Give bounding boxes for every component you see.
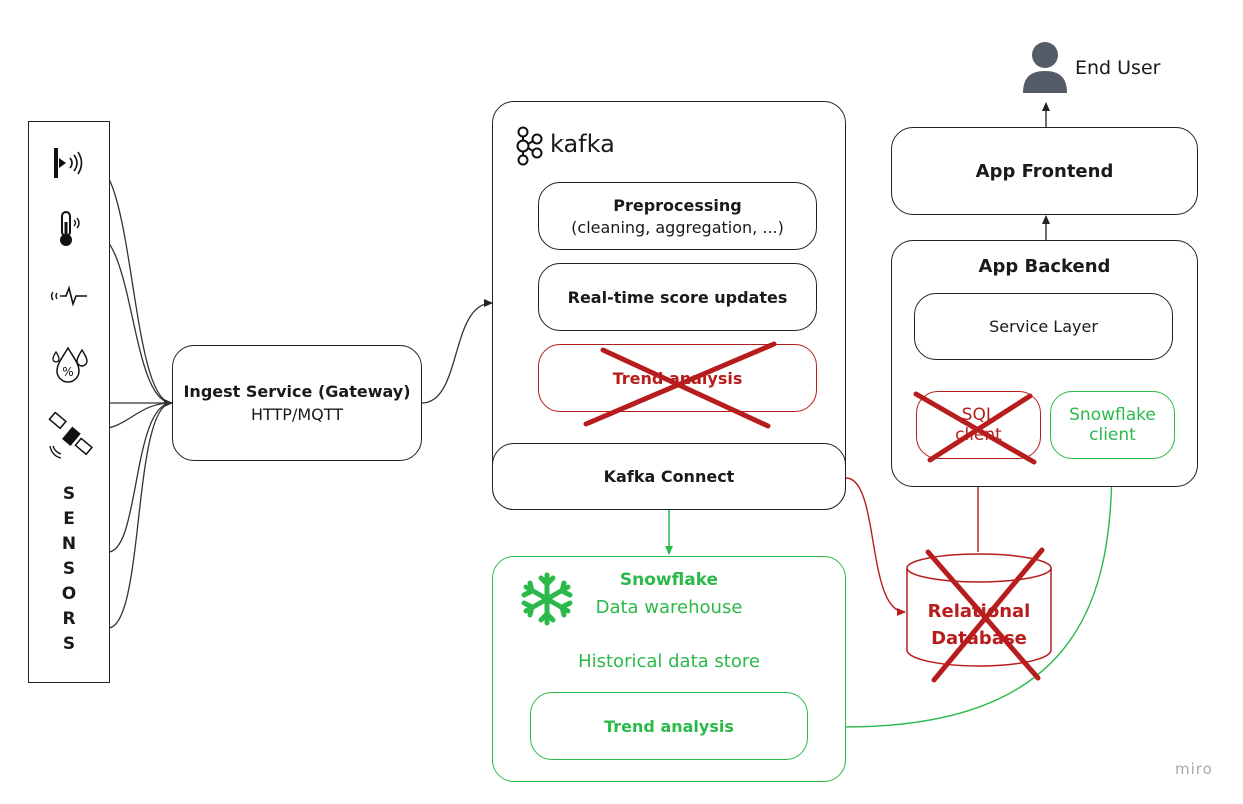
satellite-icon: [47, 411, 97, 466]
ingest-to-kafka-connector: [421, 299, 493, 404]
snowflake-client-line2: client: [1089, 425, 1136, 445]
service-layer-node[interactable]: Service Layer: [914, 293, 1173, 360]
thermometer-icon: [54, 210, 84, 252]
kafka-logo-icon: [514, 126, 544, 170]
removed-cross-icon: [583, 341, 777, 429]
sensors-letter: O: [61, 584, 77, 604]
snowflake-trend-label: Trend analysis: [604, 716, 734, 736]
svg-text:%: %: [62, 365, 73, 379]
vibration-icon: [47, 284, 91, 312]
radar-sensor-icon: [50, 146, 86, 184]
sensors-letter: S: [62, 484, 76, 504]
sensors-letter: N: [61, 534, 77, 554]
end-user-avatar-icon: [1021, 39, 1069, 99]
sensors-letter: E: [63, 509, 75, 529]
connect-to-relational-connector: [845, 477, 906, 616]
removed-cross-icon: [925, 547, 1045, 683]
snowflake-subtitle: Data warehouse: [595, 597, 743, 618]
sensors-letter: R: [62, 609, 76, 629]
app-frontend-node[interactable]: App Frontend: [891, 127, 1198, 215]
preprocessing-title: Preprocessing: [613, 195, 742, 215]
humidity-icon: %: [48, 344, 92, 392]
snowflake-client-line1: Snowflake: [1069, 405, 1156, 425]
miro-watermark: miro: [1175, 760, 1213, 778]
sql-client-line1: SQL: [961, 405, 996, 425]
realtime-score-label: Real-time score updates: [567, 287, 788, 307]
snowflake-trend-node[interactable]: Trend analysis: [530, 692, 808, 760]
ingest-title: Ingest Service (Gateway): [183, 382, 411, 401]
removed-cross-icon: [913, 391, 1037, 465]
ingest-subtitle: HTTP/MQTT: [251, 405, 343, 424]
ingest-service-node[interactable]: Ingest Service (Gateway) HTTP/MQTT: [172, 345, 422, 461]
sensors-panel: [28, 121, 110, 683]
preprocessing-node[interactable]: Preprocessing (cleaning, aggregation, ..…: [538, 182, 817, 250]
app-backend-title: App Backend: [978, 256, 1111, 277]
kafka-connect-node[interactable]: Kafka Connect: [492, 443, 846, 510]
snowflake-icon: [519, 571, 575, 631]
snowflake-title: Snowflake: [619, 570, 719, 590]
historical-store-label: Historical data store: [578, 651, 760, 672]
kafka-connect-label: Kafka Connect: [603, 467, 735, 486]
kafka-logo-text: kafka: [550, 130, 615, 158]
relational-database-cylinder[interactable]: [905, 552, 1053, 668]
realtime-score-node[interactable]: Real-time score updates: [538, 263, 817, 331]
sql-client-line2: client: [955, 425, 1002, 445]
service-layer-label: Service Layer: [989, 317, 1098, 336]
end-user-label: End User: [1075, 57, 1161, 79]
trend-to-snowflake-client-connector: [807, 460, 1116, 728]
app-frontend-label: App Frontend: [975, 160, 1114, 182]
snowflake-client-node[interactable]: Snowflake client: [1050, 391, 1175, 459]
sensors-letter: S: [62, 559, 76, 579]
relational-db-line2: Database: [931, 628, 1027, 649]
preprocessing-subtitle: (cleaning, aggregation, ...): [571, 217, 784, 237]
sensors-letter: S: [62, 634, 76, 654]
kafka-trend-node-removed[interactable]: Trend analysis: [538, 344, 817, 412]
